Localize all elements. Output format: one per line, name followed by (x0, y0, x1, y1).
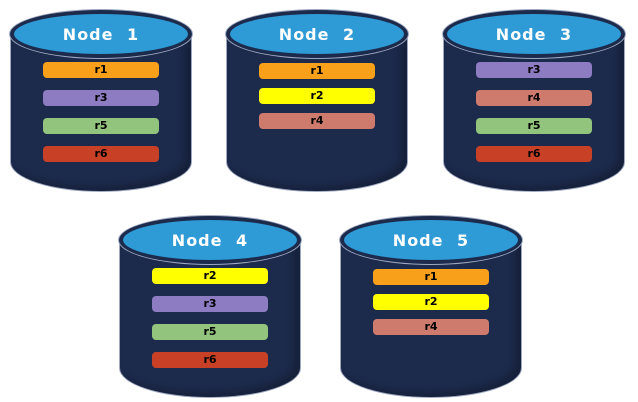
cylinder-top-ellipse: Node 5 (340, 216, 522, 264)
replica-list: r1 r3 r5 r6 (43, 62, 159, 162)
cylinder-body (443, 34, 625, 192)
replica-bar-r6: r6 (152, 352, 268, 368)
cylinder-top-ellipse: Node 1 (10, 10, 192, 58)
node-title: Node 5 (392, 230, 470, 250)
replica-bar-r2: r2 (259, 88, 375, 104)
replica-bar-r4: r4 (476, 90, 592, 106)
replica-bar-r1: r1 (259, 63, 375, 79)
replica-bar-r4: r4 (259, 113, 375, 129)
node-2: Node 2 r1 r2 r4 (226, 8, 408, 192)
replica-bar-r3: r3 (43, 90, 159, 106)
replica-list: r2 r3 r5 r6 (152, 268, 268, 368)
node-title: Node 3 (495, 24, 573, 44)
node-3: Node 3 r3 r4 r5 r6 (443, 8, 625, 192)
node-title: Node 4 (171, 230, 249, 250)
replica-list: r1 r2 r4 (373, 269, 489, 335)
cylinder-body (119, 240, 301, 398)
cylinder-top-ellipse: Node 4 (119, 216, 301, 264)
node-title: Node 2 (278, 24, 356, 44)
node-5: Node 5 r1 r2 r4 (340, 214, 522, 398)
replica-bar-r5: r5 (476, 118, 592, 134)
replica-bar-r1: r1 (43, 62, 159, 78)
replica-bar-r2: r2 (152, 268, 268, 284)
replica-bar-r5: r5 (152, 324, 268, 340)
cylinder-body (10, 34, 192, 192)
cylinder-top-ellipse: Node 3 (443, 10, 625, 58)
node-4: Node 4 r2 r3 r5 r6 (119, 214, 301, 398)
node-1: Node 1 r1 r3 r5 r6 (10, 8, 192, 192)
node-title: Node 1 (62, 24, 140, 44)
replica-bar-r6: r6 (43, 146, 159, 162)
replica-bar-r5: r5 (43, 118, 159, 134)
replica-bar-r2: r2 (373, 294, 489, 310)
replica-bar-r3: r3 (152, 296, 268, 312)
replica-bar-r3: r3 (476, 62, 592, 78)
replica-list: r1 r2 r4 (259, 63, 375, 129)
replica-list: r3 r4 r5 r6 (476, 62, 592, 162)
replica-bar-r4: r4 (373, 319, 489, 335)
replica-bar-r6: r6 (476, 146, 592, 162)
cylinder-top-ellipse: Node 2 (226, 10, 408, 58)
replica-bar-r1: r1 (373, 269, 489, 285)
